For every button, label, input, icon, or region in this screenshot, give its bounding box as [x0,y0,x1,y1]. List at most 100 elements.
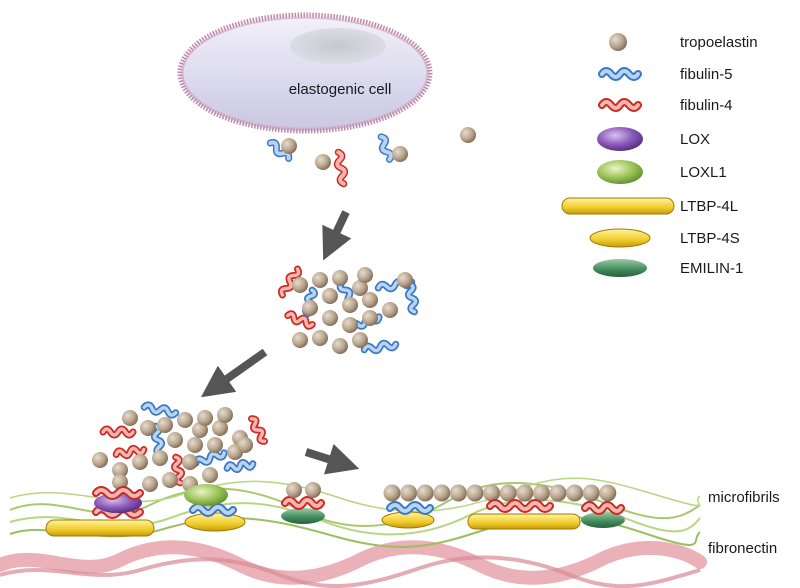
tropoelastin-bead [332,338,348,354]
legend-label-emilin-1: EMILIN-1 [680,260,743,277]
tropoelastin-bead [357,267,373,283]
tropoelastin-bead [566,484,584,502]
tropoelastin-bead [516,484,534,502]
lox-icon [597,127,643,151]
fibulin-5-icon [377,133,395,163]
emilin-1-icon [281,508,325,524]
tropoelastin-bead [449,484,467,502]
tropoelastin-bead [362,292,378,308]
tropoelastin-bead [167,432,183,448]
microfibrils-label: microfibrils [708,489,780,506]
tropoelastin-bead [312,330,328,346]
tropoelastin-bead [292,332,308,348]
arrow-2-icon [200,348,268,398]
emilin-1-icon [593,259,647,277]
legend-label-fibulin-4: fibulin-4 [680,97,733,114]
tropoelastin-bead [416,484,434,502]
tropoelastin-bead [302,300,318,316]
cell-label: elastogenic cell [289,81,392,98]
tropoelastin-bead [112,462,128,478]
nucleus [290,28,386,64]
tropoelastin-bead [352,280,368,296]
fibulin-4-icon [248,415,268,445]
tropoelastin-bead [197,410,213,426]
tropoelastin-bead [400,484,418,502]
ltbp-4l-icon [45,519,155,537]
tropoelastin-bead [122,410,138,426]
tropoelastin-bead [132,454,148,470]
fibulin-5-icon [598,67,642,81]
tropoelastin-bead [212,420,228,436]
legend-label-ltbp-4l: LTBP-4L [680,198,738,215]
tropoelastin-bead [383,484,401,502]
tropoelastin-bead [202,467,218,483]
tropoelastin-icon [609,33,627,51]
fibronectin-label: fibronectin [708,540,777,557]
fibulin-4-icon [112,444,148,460]
fibulin-5-icon [192,449,228,467]
fibulin-4-icon [333,148,349,188]
tropoelastin-bead [332,270,348,286]
ltbp-4l-icon [561,197,675,215]
deposition-cluster [92,401,268,492]
tropoelastin-bead [322,310,338,326]
tropoelastin-bead [192,422,208,438]
tropoelastin-bead [237,437,253,453]
emilin-1-icon [581,512,625,528]
coacervate-cluster [277,265,420,355]
tropoelastin-bead [342,297,358,313]
tropoelastin-bead [352,332,368,348]
elastogenic-cell: elastogenic cell [177,12,433,134]
legend-label-loxl1: LOXL1 [680,164,727,181]
fibronectin-band [0,540,707,588]
tropoelastin-bead [217,407,233,423]
fibulin-5-icon [223,458,257,474]
tropoelastin-bead [292,277,308,293]
arrow-1-icon [322,210,352,261]
tropoelastin-bead [177,412,193,428]
ltbp-4s-icon [589,228,651,248]
tropoelastin-bead [112,474,128,490]
tropoelastin-bead [582,484,600,502]
tropoelastin-bead [157,417,173,433]
ltbp-4l-icon [467,513,581,530]
fibulin-4-icon [99,425,137,439]
tropoelastin-bead [182,454,198,470]
legend-label-tropoelastin: tropoelastin [680,34,758,51]
tropoelastin-bead [397,272,413,288]
tropoelastin-bead [142,476,158,492]
ltbp-4s-icon [184,512,246,532]
tropoelastin-bead [499,484,517,502]
microfibril-assemblies [45,482,625,537]
fibulin-5-icon [150,422,166,458]
tropoelastin-bead [362,310,378,326]
tropoelastin-bead [483,484,501,502]
process-arrows [200,210,360,475]
legend-label-ltbp-4s: LTBP-4S [680,230,740,247]
tropoelastin-bead [549,484,567,502]
tropoelastin-bead [92,452,108,468]
fibulin-4-icon [284,310,316,330]
tropoelastin-bead [152,450,168,466]
fibulin-4-icon [277,265,303,299]
tropoelastin-bead [466,484,484,502]
tropoelastin-bead [342,317,358,333]
loxl1-icon [597,160,643,184]
legend: tropoelastin fibulin-5 fibulin-4 LOX LOX… [561,33,758,277]
fibulin-5-icon [404,280,420,316]
tropoelastin-bead [207,437,223,453]
tropoelastin-bead [312,272,328,288]
tropoelastin-bead [532,484,550,502]
tropoelastin-bead [599,484,617,502]
tropoelastin-bead [382,302,398,318]
tropoelastin-bead [187,437,203,453]
fibulin-5-icon [140,401,180,419]
tropoelastin-bead [322,288,338,304]
tropoelastin-bead [162,472,178,488]
loxl1-icon [184,484,228,506]
arrow-3-icon [304,443,360,475]
secreted-molecules [266,127,476,188]
fibulin-5-icon [360,339,400,355]
legend-label-lox: LOX [680,131,710,148]
